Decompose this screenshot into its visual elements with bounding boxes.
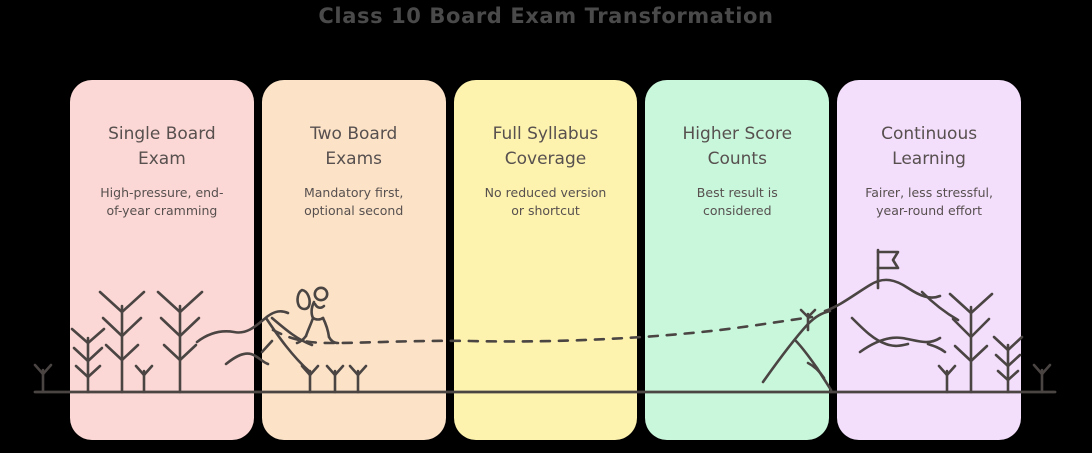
panel-subtitle: High-pressure, end- of-year cramming — [100, 185, 224, 218]
panel-title: Continuous Learning — [881, 124, 978, 169]
sapling-icon — [33, 363, 53, 394]
panel-text-block: Single Board Exam High-pressure, end- of… — [70, 80, 254, 220]
panel-text-block: Higher Score Counts Best result is consi… — [645, 80, 829, 220]
panel-two-board-exams[interactable]: Two Board Exams Mandatory first, optiona… — [261, 80, 446, 440]
panel-row: Single Board Exam High-pressure, end- of… — [70, 80, 1021, 440]
panel-subtitle: Best result is considered — [696, 185, 778, 218]
panel-subtitle: No reduced version or shortcut — [484, 185, 607, 218]
panel-subtitle: Mandatory first, optional second — [303, 185, 404, 218]
panel-full-syllabus-coverage[interactable]: Full Syllabus Coverage No reduced versio… — [453, 80, 638, 440]
panel-higher-score-counts[interactable]: Higher Score Counts Best result is consi… — [645, 80, 830, 440]
panel-title: Single Board Exam — [108, 124, 216, 169]
panel-title: Two Board Exams — [310, 124, 398, 169]
panel-subtitle: Fairer, less stressful, year-round effor… — [865, 185, 993, 218]
panel-continuous-learning[interactable]: Continuous Learning Fairer, less stressf… — [837, 80, 1021, 440]
panel-title: Higher Score Counts — [682, 124, 793, 169]
page-title: Class 10 Board Exam Transformation — [318, 4, 774, 28]
sapling-icon — [1032, 363, 1052, 394]
panel-single-board-exam[interactable]: Single Board Exam High-pressure, end- of… — [70, 80, 254, 440]
panel-text-block: Full Syllabus Coverage No reduced versio… — [454, 80, 638, 220]
panel-text-block: Continuous Learning Fairer, less stressf… — [837, 80, 1021, 220]
panel-title: Full Syllabus Coverage — [492, 124, 599, 169]
panel-text-block: Two Board Exams Mandatory first, optiona… — [262, 80, 446, 220]
